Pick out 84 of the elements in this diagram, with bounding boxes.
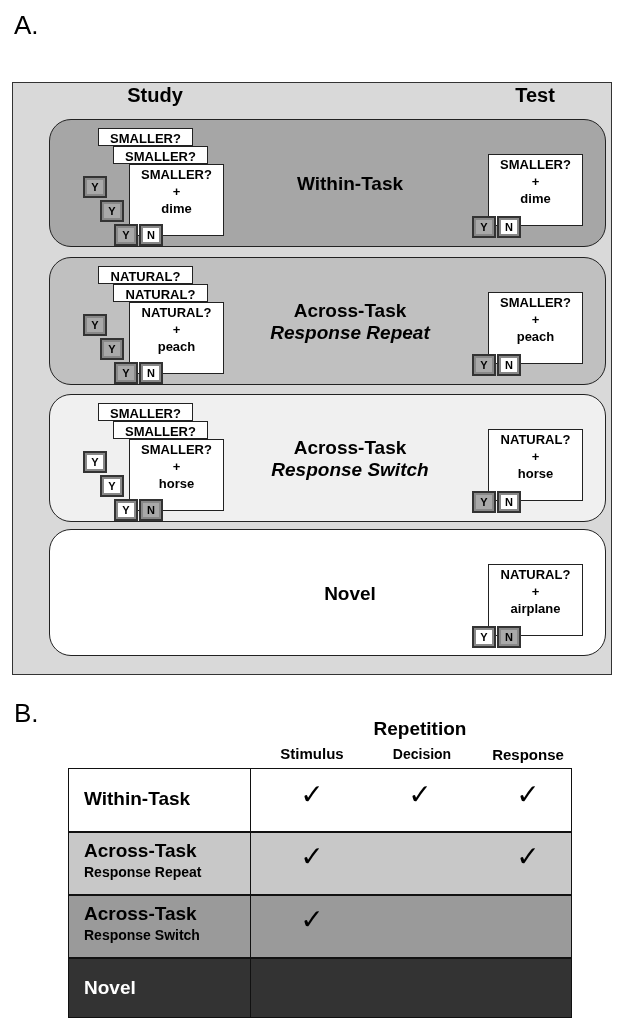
response-key: Y [114, 362, 138, 384]
check-mark: ✓ [299, 903, 325, 936]
stimulus-word: airplane [510, 601, 561, 616]
response-key: N [139, 499, 163, 521]
response-key: Y [100, 338, 124, 360]
condition-label: Within-Task [296, 173, 404, 195]
response-key: Y [472, 626, 496, 648]
fixation-cross: + [172, 184, 181, 199]
response-key: Y [83, 176, 107, 198]
task-question: SMALLER? [141, 167, 212, 182]
task-question: SMALLER? [500, 157, 571, 172]
condition-label: Across-Task [293, 300, 407, 322]
check-mark: ✓ [299, 840, 325, 873]
row-label: Novel [84, 977, 136, 999]
column-heading: Stimulus [279, 745, 345, 762]
task-question: NATURAL? [500, 432, 571, 447]
response-key: Y [83, 451, 107, 473]
table-heading: Repetition [372, 718, 468, 740]
stimulus-card [98, 266, 193, 284]
panel-letter: B. [14, 698, 39, 729]
row-sublabel: Response Repeat [84, 864, 202, 880]
task-question: SMALLER? [110, 406, 181, 421]
task-question: NATURAL? [141, 305, 212, 320]
stimulus-word: horse [517, 466, 554, 481]
fixation-cross: + [172, 459, 181, 474]
row-label: Within-Task [84, 788, 191, 810]
condition-band [49, 394, 606, 522]
task-question: NATURAL? [125, 287, 196, 302]
condition-label: Across-Task [293, 437, 407, 459]
column-heading: Test [514, 84, 556, 107]
response-key: Y [114, 224, 138, 246]
task-question: SMALLER? [110, 131, 181, 146]
response-key: Y [83, 314, 107, 336]
row-label: Across-Task [84, 840, 197, 862]
fixation-cross: + [531, 312, 540, 327]
row-sublabel: Response Switch [84, 927, 200, 943]
stimulus-card [113, 284, 208, 302]
panel-frame [12, 82, 612, 675]
response-key: N [139, 224, 163, 246]
check-mark: ✓ [299, 778, 325, 811]
task-question: SMALLER? [125, 424, 196, 439]
row-label: Across-Task [84, 903, 197, 925]
check-mark: ✓ [515, 778, 541, 811]
check-mark: ✓ [407, 778, 433, 811]
stimulus-word: peach [157, 339, 196, 354]
task-question: SMALLER? [500, 295, 571, 310]
stimulus-card [98, 128, 193, 146]
response-key: Y [100, 475, 124, 497]
response-key: Y [472, 491, 496, 513]
response-key: N [497, 491, 521, 513]
column-heading: Decision [391, 746, 453, 762]
response-key: N [497, 216, 521, 238]
response-key: Y [472, 216, 496, 238]
stimulus-word: peach [516, 329, 555, 344]
fixation-cross: + [531, 449, 540, 464]
response-key: N [139, 362, 163, 384]
condition-band [49, 257, 606, 385]
task-question: NATURAL? [110, 269, 181, 284]
column-heading: Study [126, 84, 184, 107]
response-key: N [497, 626, 521, 648]
condition-label: Novel [324, 582, 376, 605]
task-question: SMALLER? [125, 149, 196, 164]
fixation-cross: + [531, 174, 540, 189]
column-heading: Response [491, 746, 565, 763]
stimulus-word: dime [161, 201, 192, 216]
fixation-cross: + [531, 584, 540, 599]
stimulus-card [98, 403, 193, 421]
task-question: SMALLER? [141, 442, 212, 457]
stimulus-card [113, 421, 208, 439]
stimulus-word: horse [158, 476, 195, 491]
panel-letter: A. [14, 10, 39, 41]
condition-band [49, 119, 606, 247]
stimulus-card [113, 146, 208, 164]
response-key: Y [114, 499, 138, 521]
response-key: Y [472, 354, 496, 376]
condition-band [49, 529, 606, 656]
fixation-cross: + [172, 322, 181, 337]
condition-sublabel: Response Switch [271, 459, 429, 481]
response-key: Y [100, 200, 124, 222]
check-mark: ✓ [515, 840, 541, 873]
task-question: NATURAL? [500, 567, 571, 582]
condition-sublabel: Response Repeat [270, 322, 430, 344]
response-key: N [497, 354, 521, 376]
stimulus-word: dime [520, 191, 551, 206]
